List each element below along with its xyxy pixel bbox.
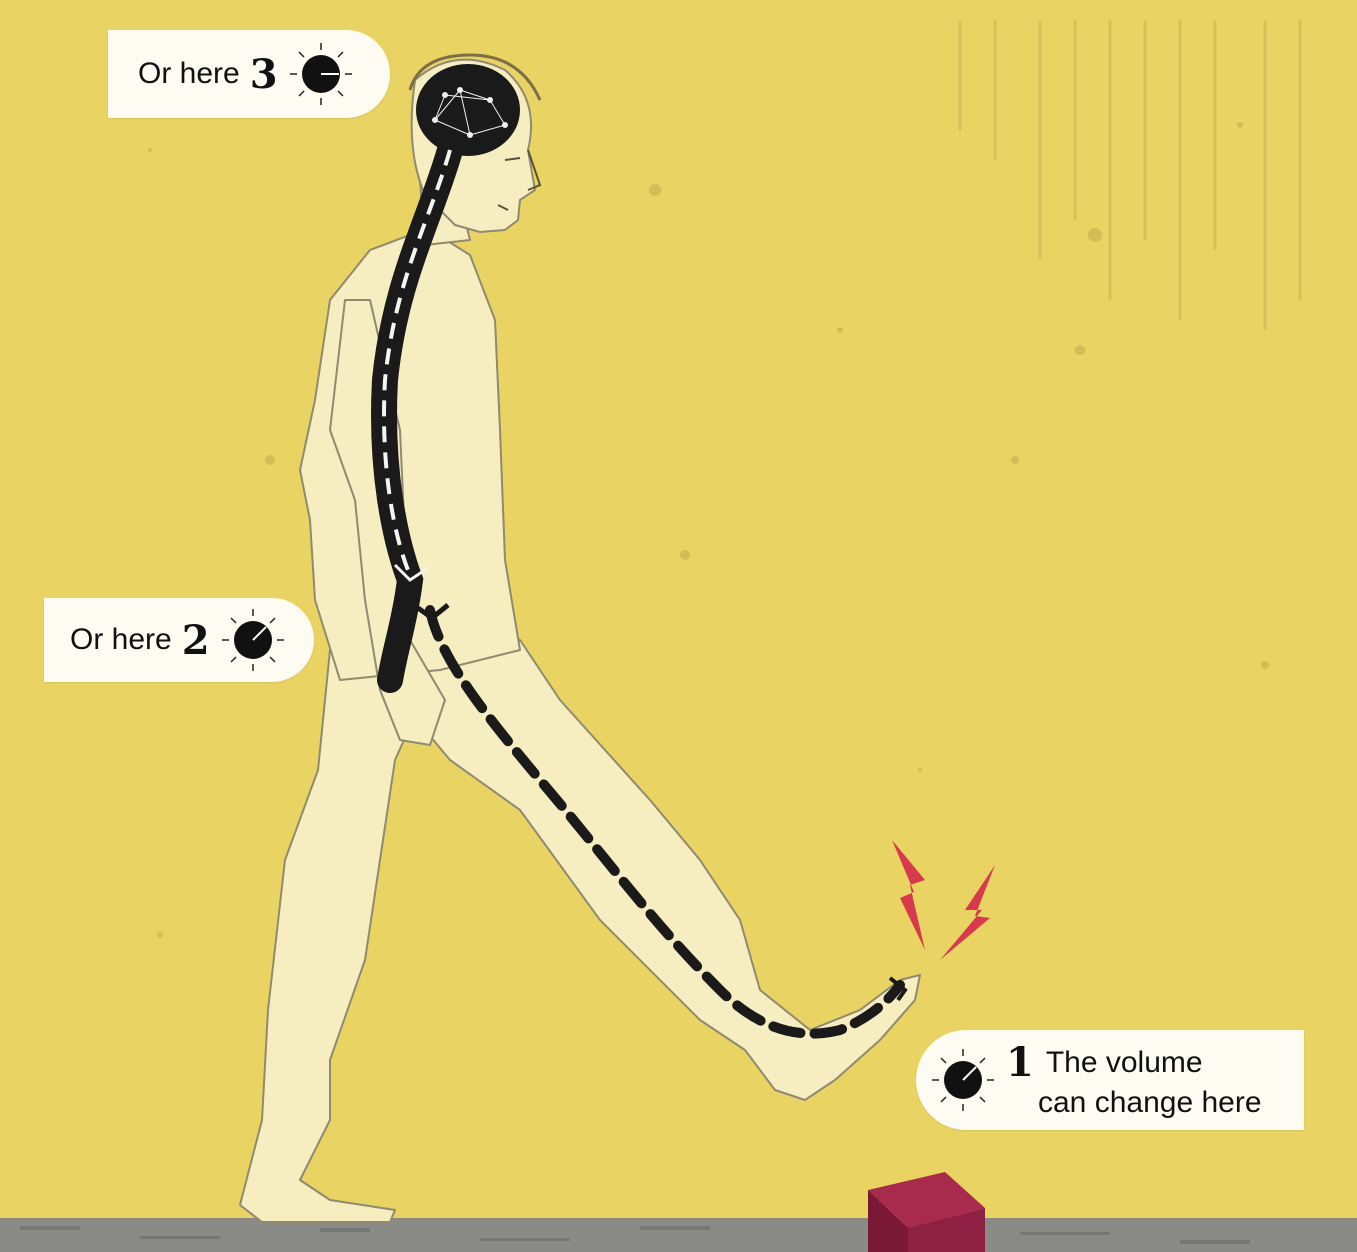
label-number: 3 <box>250 51 278 98</box>
volume-dial-icon <box>288 41 354 107</box>
brain <box>416 64 520 156</box>
lightning-bolt-icon <box>940 865 995 960</box>
label-text: Or here <box>138 57 240 91</box>
label-line2: can change here <box>1006 1086 1262 1121</box>
pain-bolt-icons <box>892 840 995 960</box>
label-number: 1 <box>1006 1040 1034 1086</box>
label-text: Or here <box>70 623 172 657</box>
label-line1: The volume <box>1046 1046 1203 1081</box>
volume-dial-icon <box>930 1047 996 1113</box>
brick <box>868 1172 985 1252</box>
lightning-bolt-icon <box>892 840 925 950</box>
faded-print <box>960 20 1300 330</box>
volume-dial-icon <box>220 607 286 673</box>
label-volume-here-1: 1 The volume can change here <box>916 1030 1304 1130</box>
ground-strip <box>0 1218 1357 1252</box>
label-number: 2 <box>182 617 210 664</box>
label-or-here-2: Or here 2 <box>44 598 314 682</box>
label-or-here-3: Or here 3 <box>108 30 390 118</box>
walking-person <box>240 55 920 1222</box>
